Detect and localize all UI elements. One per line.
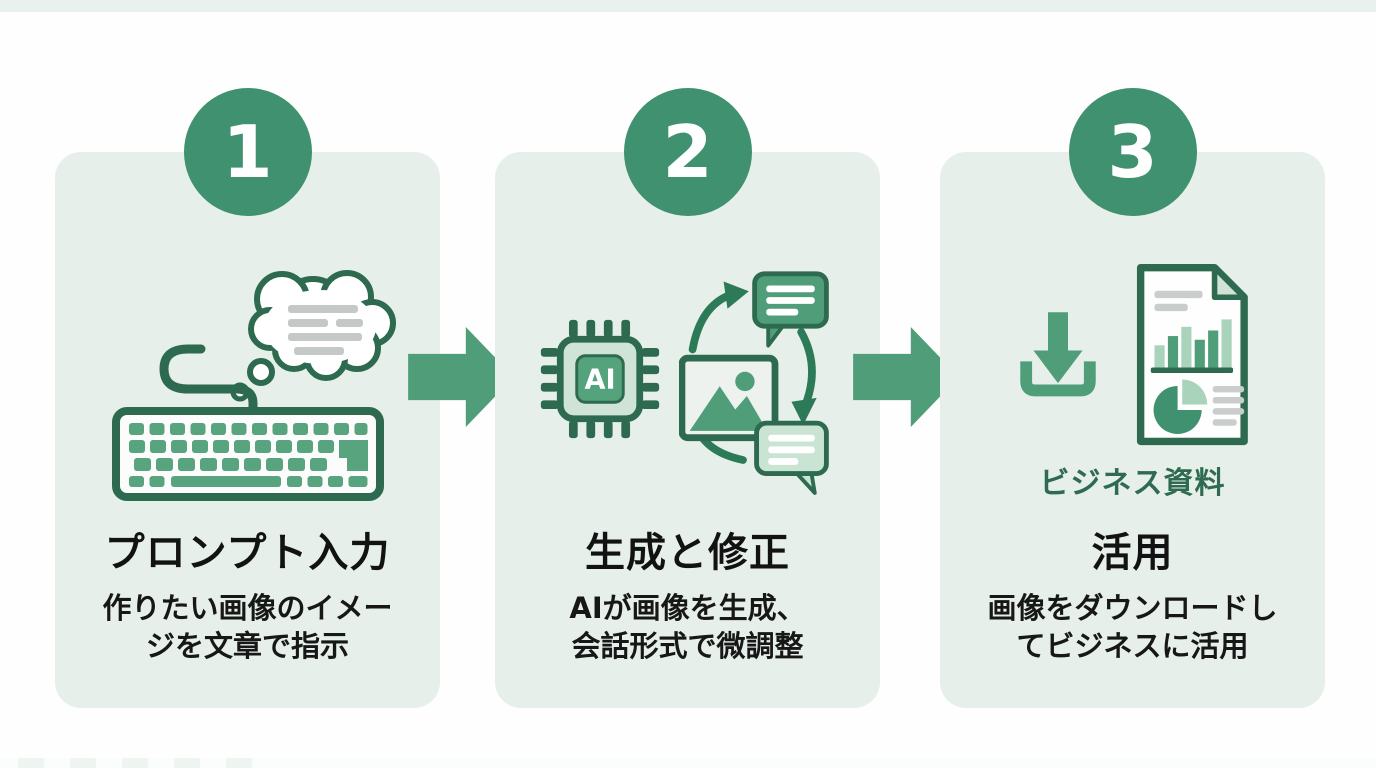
step-description-line1: AIが画像を生成、 xyxy=(569,591,806,625)
step-number-badge: 3 xyxy=(1068,88,1197,216)
step-description-line1: 作りたい画像のイメー xyxy=(102,591,393,625)
download-icon xyxy=(1008,303,1108,411)
step-number-badge: 2 xyxy=(623,88,752,216)
step-title: 活用 xyxy=(1091,530,1174,576)
step-description: AIが画像を生成、 会話形式で微調整 xyxy=(495,590,880,665)
step-number-badge: 1 xyxy=(183,88,312,216)
step-card-1: 1 xyxy=(55,88,440,708)
keyboard-icon xyxy=(98,253,398,509)
flow-arrow-right-icon xyxy=(408,327,514,427)
step-title: 生成と修正 xyxy=(585,530,790,576)
step-description-line1: 画像をダウンロードし xyxy=(987,591,1278,625)
top-strip xyxy=(0,0,1376,12)
step2-icon-area: AI xyxy=(495,252,880,510)
step-number: 3 xyxy=(1107,110,1158,194)
thought-bubble-icon xyxy=(230,270,396,402)
pie-chart-icon xyxy=(1153,379,1207,435)
step-number: 1 xyxy=(222,110,273,194)
step-description: 作りたい画像のイメー ジを文章で指示 xyxy=(55,590,440,665)
step1-icon-area xyxy=(55,252,440,510)
step-description-line2: ジを文章で指示 xyxy=(145,628,349,663)
step-card-3: 3 xyxy=(940,88,1325,708)
image-icon xyxy=(678,354,778,441)
flow-arrow-right-icon xyxy=(853,327,959,427)
step-description: 画像をダウンロードし てビジネスに活用 xyxy=(940,590,1325,665)
bar-chart-icon xyxy=(1150,319,1233,374)
document-caption: ビジネス資料 xyxy=(1039,466,1226,501)
chat-bubble-light-icon xyxy=(753,420,829,495)
step3-icon-area: ビジネス資料 xyxy=(940,252,1325,510)
step-description-line2: てビジネスに活用 xyxy=(1016,628,1249,663)
ai-chip-icon: AI xyxy=(537,316,663,446)
bottom-strip xyxy=(0,758,1376,768)
chat-bubble-dark-icon xyxy=(751,270,829,348)
step-card-2: 2 AI xyxy=(495,88,880,708)
step-description-line2: 会話形式で微調整 xyxy=(571,628,804,663)
step-title: プロンプト入力 xyxy=(104,530,391,576)
business-document-icon xyxy=(1124,260,1258,454)
cycle-arrows-icon xyxy=(678,257,839,506)
ai-chip-label: AI xyxy=(584,365,615,396)
step-number: 2 xyxy=(662,110,713,194)
